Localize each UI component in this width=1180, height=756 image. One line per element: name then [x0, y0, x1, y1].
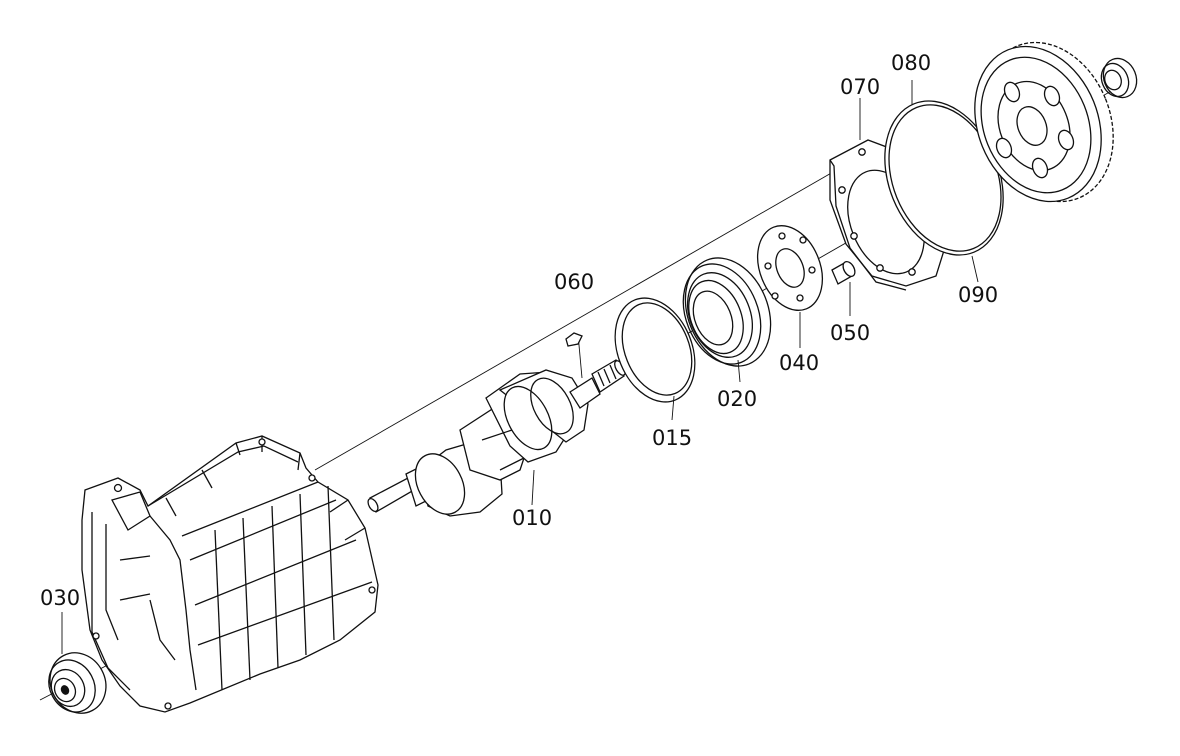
woodruff-key	[565, 332, 583, 347]
part-label-090: 090	[958, 283, 998, 307]
part-label-040: 040	[779, 351, 819, 375]
part-label-070: 070	[840, 75, 880, 99]
ball-bearing	[682, 257, 772, 367]
part-label-015: 015	[652, 426, 692, 450]
gear-nut	[1100, 57, 1138, 99]
part-label-030: 030	[40, 586, 80, 610]
part-label-020: 020	[717, 387, 757, 411]
part-labels: 010 015 020 030 040 050 060 070 080 090	[40, 51, 998, 610]
part-label-060: 060	[554, 270, 594, 294]
retaining-plate	[757, 225, 823, 311]
crankshaft	[367, 333, 626, 517]
gearbox-housing	[81, 435, 379, 713]
end-bearing	[48, 652, 107, 714]
part-label-050: 050	[830, 321, 870, 345]
drive-gear	[974, 41, 1114, 203]
part-label-010: 010	[512, 506, 552, 530]
plate-screw	[831, 260, 856, 285]
thrust-ring	[614, 297, 696, 403]
part-label-080: 080	[891, 51, 931, 75]
leader-lines	[61, 98, 979, 654]
